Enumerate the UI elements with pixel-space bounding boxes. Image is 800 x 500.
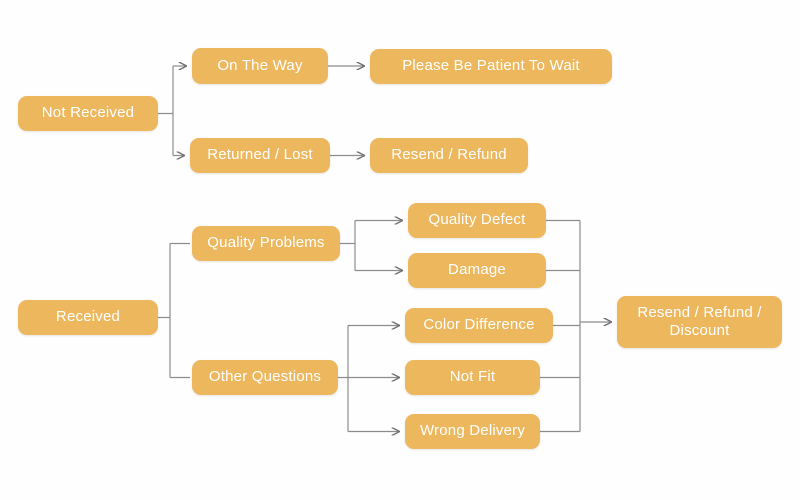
node-other-questions[interactable]: Other Questions [192, 360, 338, 395]
node-resend-refund-discount[interactable]: Resend / Refund / Discount [617, 296, 782, 348]
node-returned-lost[interactable]: Returned / Lost [190, 138, 330, 173]
node-please-be-patient-to-wait[interactable]: Please Be Patient To Wait [370, 49, 612, 84]
node-color-difference[interactable]: Color Difference [405, 308, 553, 343]
node-quality-defect[interactable]: Quality Defect [408, 203, 546, 238]
node-wrong-delivery[interactable]: Wrong Delivery [405, 414, 540, 449]
node-resend-refund[interactable]: Resend / Refund [370, 138, 528, 173]
node-received[interactable]: Received [18, 300, 158, 335]
node-on-the-way[interactable]: On The Way [192, 48, 328, 84]
node-quality-problems[interactable]: Quality Problems [192, 226, 340, 261]
node-damage[interactable]: Damage [408, 253, 546, 288]
node-not-fit[interactable]: Not Fit [405, 360, 540, 395]
node-not-received[interactable]: Not Received [18, 96, 158, 131]
